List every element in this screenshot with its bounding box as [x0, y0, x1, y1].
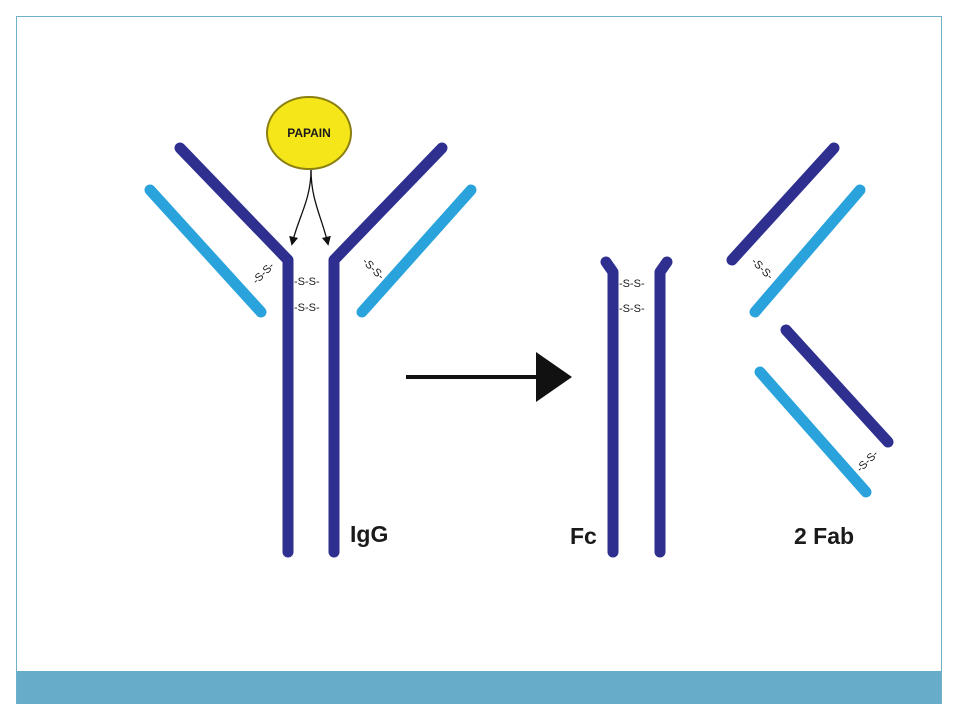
fc-disulfide-1: -S-S-: [619, 278, 645, 290]
slide-footer-bar: [17, 671, 941, 704]
igg-label: IgG: [350, 521, 388, 547]
igg-disulfide-left: -S-S-: [250, 260, 277, 287]
fab-lower-heavy-chain: [780, 324, 894, 448]
igg-disulfide-hinge-2: -S-S-: [294, 302, 320, 314]
reaction-arrow: [406, 352, 572, 402]
fab-lower-light-chain: [754, 366, 872, 498]
fc-heavy-chain-left: [600, 256, 619, 558]
fc-label: Fc: [570, 523, 597, 549]
fab-lower-disulfide: -S-S-: [854, 448, 881, 475]
igg-light-chain-right: [356, 184, 477, 318]
fab-label: 2 Fab: [794, 523, 854, 549]
igg-heavy-chain-left: [174, 142, 294, 558]
papain-enzyme: [266, 96, 352, 170]
fc-disulfide-2: -S-S-: [619, 303, 645, 315]
igg-antibody: -S-S- -S-S- -S-S- -S-S- PAPAIN IgG: [144, 96, 477, 558]
cleavage-arrow-left: [289, 169, 312, 246]
papain-label: PAPAIN: [287, 126, 331, 140]
fc-heavy-chain-right: [654, 256, 673, 558]
fab-upper-disulfide: -S-S-: [749, 256, 776, 283]
igg-disulfide-right: -S-S-: [360, 256, 387, 283]
fc-fragment: -S-S- -S-S- Fc: [570, 256, 673, 558]
cleavage-arrow-right: [310, 169, 331, 246]
fab-upper-light-chain: [749, 184, 866, 318]
igg-disulfide-hinge-1: -S-S-: [294, 276, 320, 288]
fab-fragments: -S-S- -S-S- 2 Fab: [726, 142, 894, 549]
fab-upper-heavy-chain: [726, 142, 840, 266]
igg-heavy-chain-right: [328, 142, 448, 558]
igg-light-chain-left: [144, 184, 267, 318]
slide-frame: [16, 16, 942, 704]
